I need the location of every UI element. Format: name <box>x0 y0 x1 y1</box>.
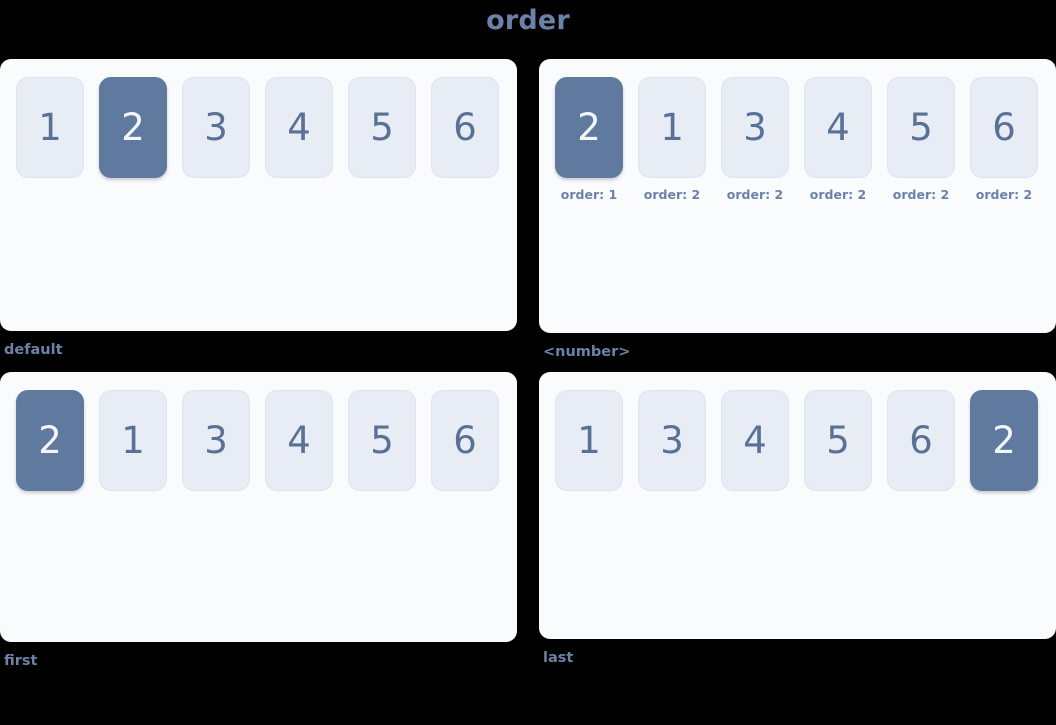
item-box[interactable]: 5 <box>348 77 416 178</box>
item-4: 4 <box>265 390 333 491</box>
item-box[interactable]: 4 <box>804 77 872 178</box>
item-order-label: order: 2 <box>726 187 784 202</box>
item-1: 1 order: 2 <box>638 77 706 202</box>
item-order-label: order: 2 <box>892 187 950 202</box>
item-box[interactable]: 3 <box>182 77 250 178</box>
item-order-label: order: 2 <box>643 187 701 202</box>
item-box[interactable]: 6 <box>970 77 1038 178</box>
item-box[interactable]: 5 <box>348 390 416 491</box>
item-order-label: order: 2 <box>809 187 867 202</box>
item-box[interactable]: 5 <box>804 390 872 491</box>
panel-label-number: <number> <box>543 344 631 360</box>
item-3: 3 <box>182 77 250 178</box>
item-box-active[interactable]: 2 <box>99 77 167 178</box>
item-4: 4 <box>721 390 789 491</box>
item-box[interactable]: 4 <box>265 77 333 178</box>
item-5: 5 <box>348 390 416 491</box>
item-box-active[interactable]: 2 <box>16 390 84 491</box>
item-5: 5 <box>804 390 872 491</box>
item-2: 2 order: 1 <box>555 77 623 202</box>
item-3: 3 <box>182 390 250 491</box>
item-box[interactable]: 6 <box>431 390 499 491</box>
item-box-active[interactable]: 2 <box>555 77 623 178</box>
item-box[interactable]: 1 <box>16 77 84 178</box>
item-5: 5 order: 2 <box>887 77 955 202</box>
item-box[interactable]: 4 <box>265 390 333 491</box>
item-box-active[interactable]: 2 <box>970 390 1038 491</box>
item-box[interactable]: 5 <box>887 77 955 178</box>
item-6: 6 <box>431 77 499 178</box>
item-1: 1 <box>99 390 167 491</box>
item-2: 2 <box>970 390 1038 491</box>
item-box[interactable]: 1 <box>555 390 623 491</box>
panel-label-first: first <box>4 653 38 669</box>
item-box[interactable]: 3 <box>182 390 250 491</box>
item-box[interactable]: 3 <box>638 390 706 491</box>
item-1: 1 <box>16 77 84 178</box>
item-6: 6 order: 2 <box>970 77 1038 202</box>
item-box[interactable]: 6 <box>431 77 499 178</box>
item-order-label: order: 1 <box>560 187 618 202</box>
item-2: 2 <box>16 390 84 491</box>
item-5: 5 <box>348 77 416 178</box>
item-box[interactable]: 3 <box>721 77 789 178</box>
item-2: 2 <box>99 77 167 178</box>
demo-panel-number: 2 order: 1 1 order: 2 3 order: 2 4 order: 2 5 ord… <box>539 59 1056 333</box>
panel-label-last: last <box>543 650 574 666</box>
item-4: 4 order: 2 <box>804 77 872 202</box>
item-3: 3 <box>638 390 706 491</box>
item-6: 6 <box>887 390 955 491</box>
item-box[interactable]: 1 <box>638 77 706 178</box>
item-1: 1 <box>555 390 623 491</box>
item-row-number: 2 order: 1 1 order: 2 3 order: 2 4 order: 2 5 ord… <box>555 77 1056 202</box>
item-order-label: order: 2 <box>975 187 1033 202</box>
page-title: order <box>486 5 570 36</box>
item-4: 4 <box>265 77 333 178</box>
item-box[interactable]: 1 <box>99 390 167 491</box>
panel-label-default: default <box>4 342 63 358</box>
item-3: 3 order: 2 <box>721 77 789 202</box>
demo-cell-number: 2 order: 1 1 order: 2 3 order: 2 4 order: 2 5 ord… <box>539 59 1056 370</box>
item-box[interactable]: 6 <box>887 390 955 491</box>
item-6: 6 <box>431 390 499 491</box>
item-box[interactable]: 4 <box>721 390 789 491</box>
